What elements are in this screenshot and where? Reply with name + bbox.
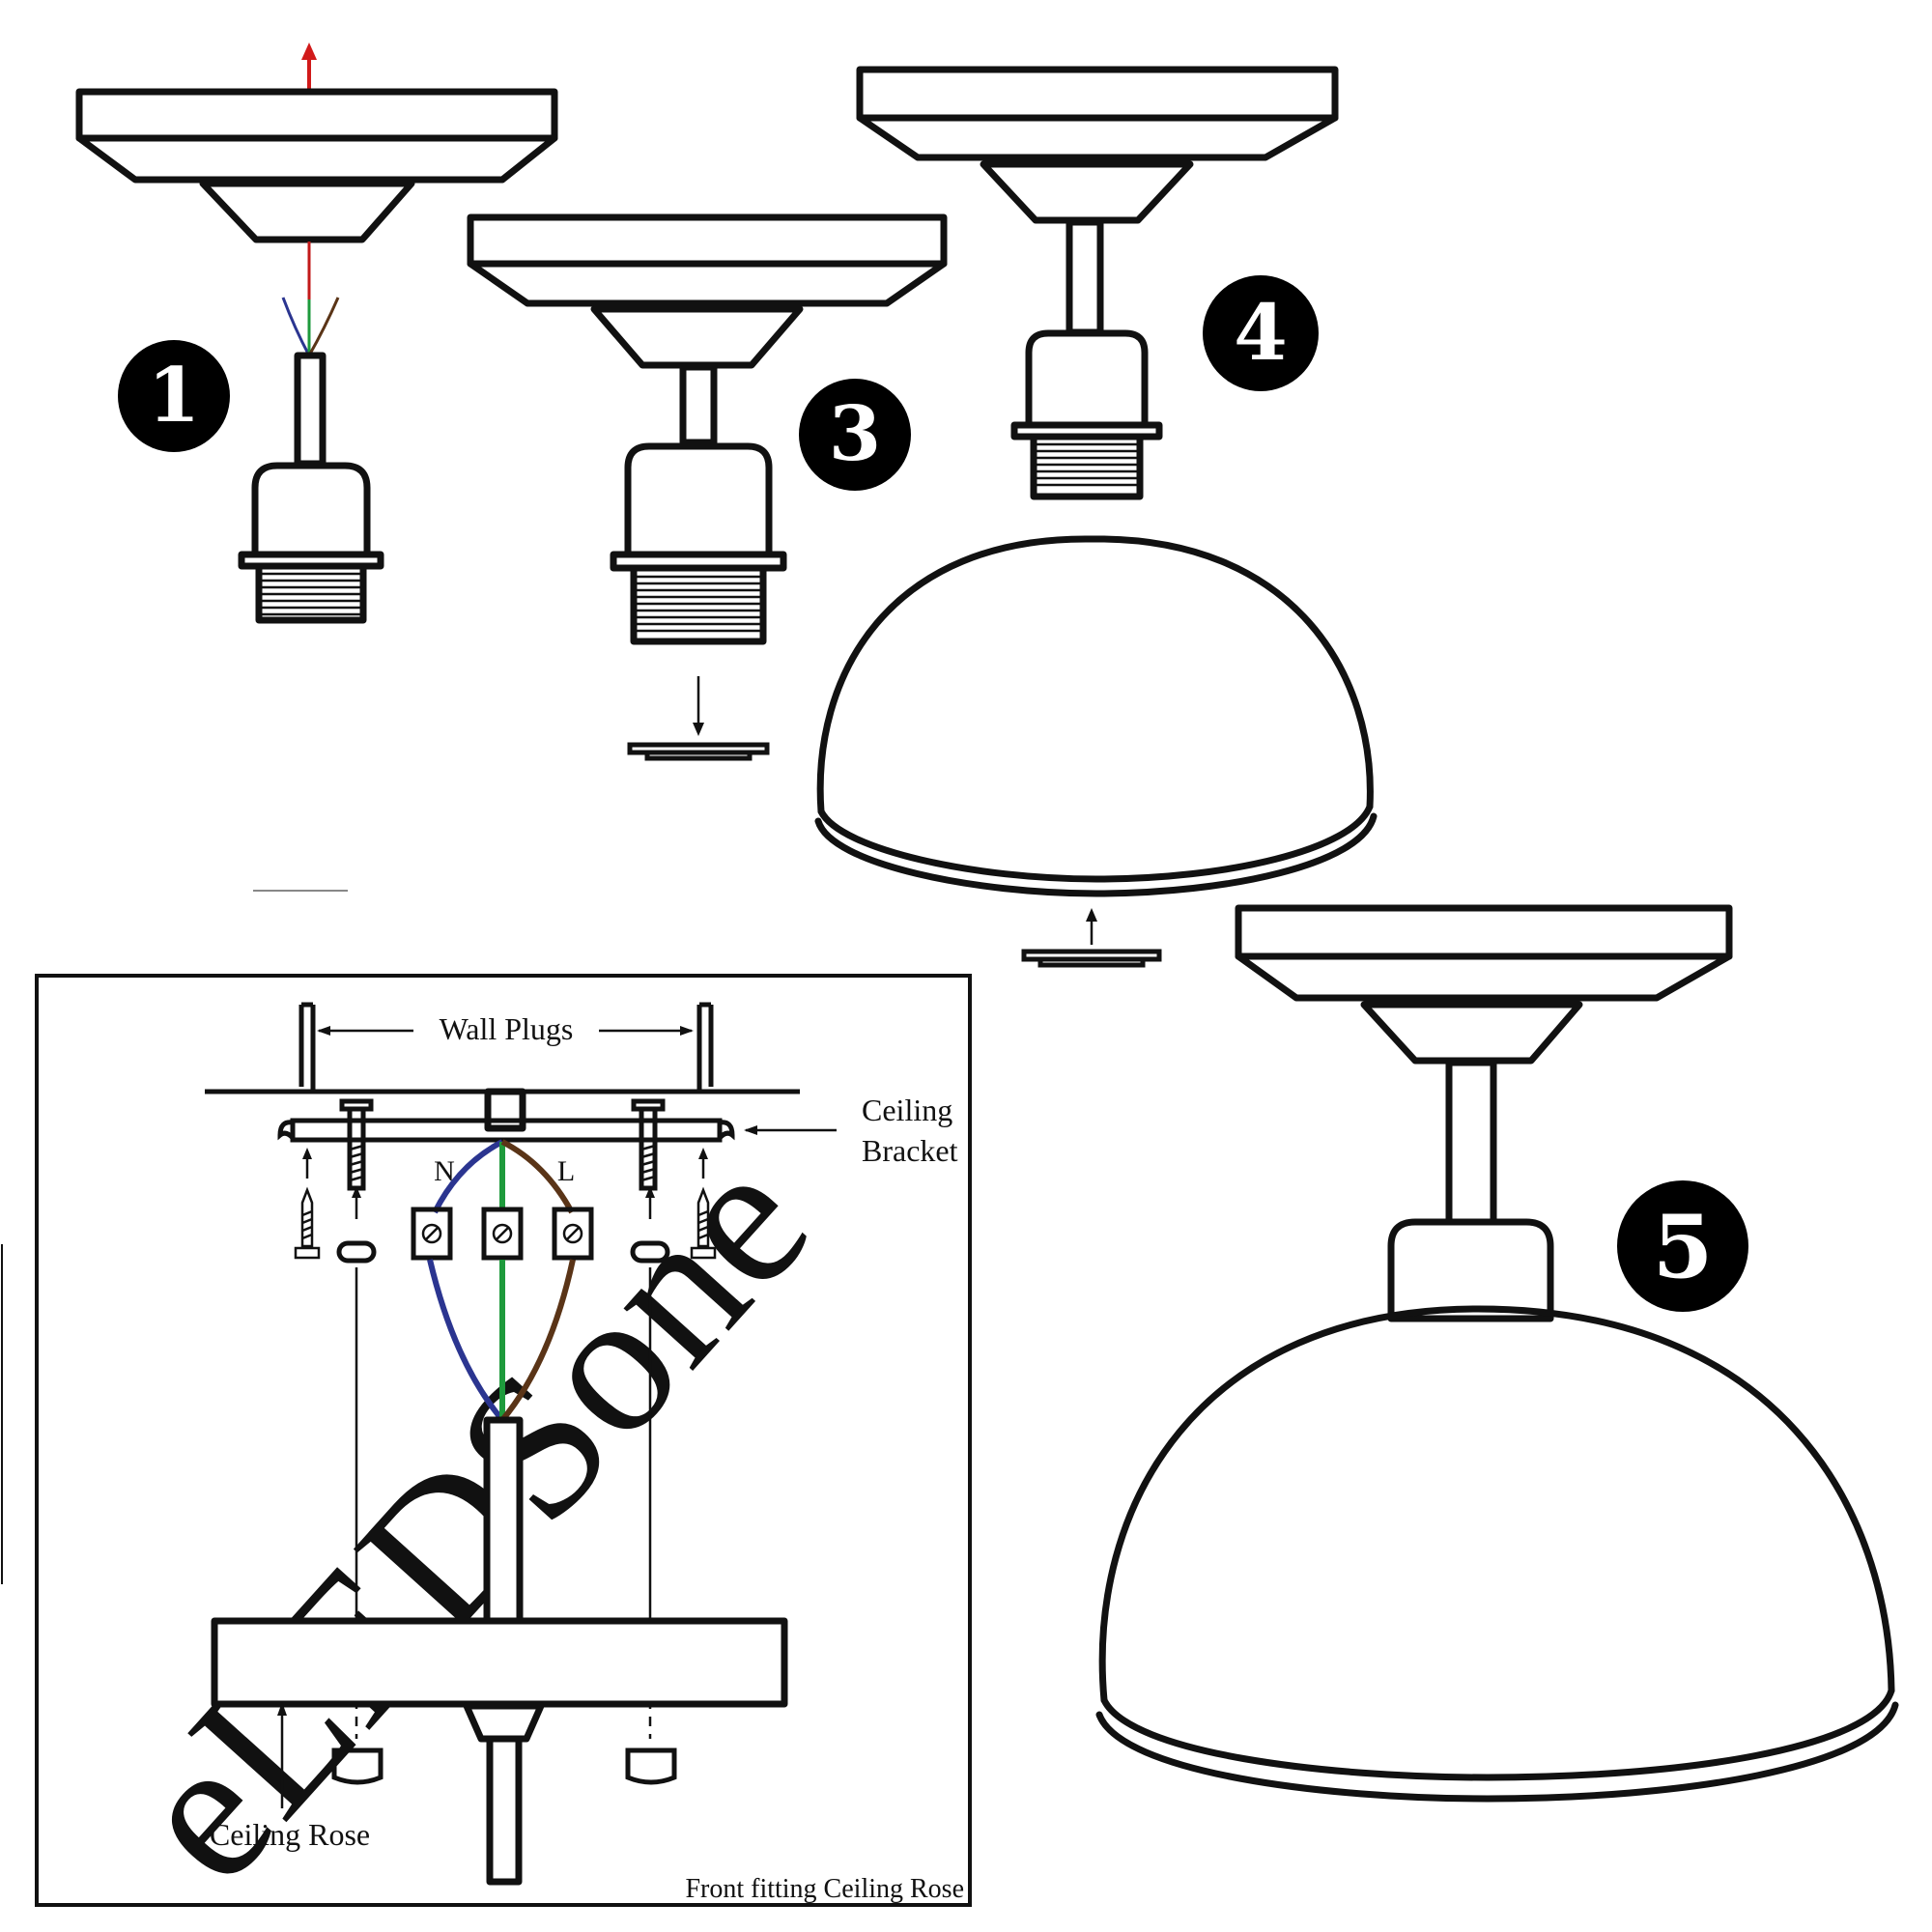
- step-4-rod: [1065, 218, 1104, 336]
- pendant-cord: [486, 1735, 523, 1886]
- terminal-earth: [481, 1207, 524, 1261]
- step-3-assembly: 3: [467, 213, 948, 761]
- step-5-assembly: 5: [1095, 904, 1899, 1803]
- wall-plugs-arrow-right-head: [680, 1026, 694, 1036]
- fixing-screw-right: [690, 1148, 717, 1260]
- wall-plug-left: [298, 1002, 316, 1092]
- step-1-number: 1: [148, 352, 200, 440]
- neutral-label: N: [434, 1155, 455, 1187]
- fixing-screw-left: [294, 1148, 321, 1260]
- step-4-up-arrow-head: [1086, 908, 1097, 922]
- ceiling-rose-pointer-head: [277, 1702, 287, 1716]
- step-5-rod: [1445, 1059, 1497, 1226]
- live-wire-upper: [500, 1139, 575, 1214]
- rose-plug-left-arrow-head: [352, 1186, 361, 1198]
- panel-caption: Front fitting Ceiling Rose: [685, 1874, 964, 1904]
- step-5-number: 5: [1653, 1196, 1714, 1298]
- neutral-wire-upper: [432, 1139, 504, 1214]
- step-3-lampholder: [610, 442, 787, 645]
- step-3-down-arrow-head: [693, 723, 704, 736]
- live-wire-lower: [499, 1259, 576, 1422]
- step-4-number: 4: [1234, 287, 1288, 378]
- step-4-dome-shade: [814, 535, 1378, 897]
- screw-cap-right: [625, 1747, 677, 1785]
- flex-cable: [483, 1416, 524, 1625]
- wall-plug-right: [696, 1002, 714, 1092]
- step-5-lampholder-cover: [1387, 1218, 1554, 1322]
- step-3-rod: [679, 363, 718, 446]
- wall-plugs-arrow-left-head: [317, 1026, 330, 1036]
- live-label: L: [557, 1155, 575, 1187]
- step-1-cable: [294, 352, 327, 468]
- step-1-lampholder: [238, 462, 384, 624]
- step-1-canopy: [75, 88, 558, 243]
- step-4-badge: [1203, 275, 1319, 391]
- rose-plug-left: [336, 1240, 377, 1264]
- step-3-shade-ring: [627, 742, 770, 761]
- ceiling-bracket-arrow-head: [744, 1125, 757, 1135]
- ceiling-rose-label: Ceiling Rose: [210, 1817, 370, 1852]
- step-3-badge: [799, 379, 911, 491]
- neutral-wire-lower: [427, 1259, 505, 1422]
- step-1-assembly: 1: [75, 43, 558, 624]
- bracket-screw-right: [631, 1098, 666, 1191]
- rose-plug-right: [630, 1240, 670, 1264]
- step-4-assembly: 4: [814, 66, 1378, 968]
- screw-cap-left: [331, 1747, 384, 1785]
- ceiling-bracket-label-line1: Ceiling: [862, 1093, 952, 1127]
- step-1-badge: [118, 340, 230, 452]
- step-3-number: 3: [829, 390, 881, 478]
- terminal-neutral: [411, 1207, 453, 1261]
- wiring-panel: eLEDSone Wall Plugs Ceiling Bracket: [35, 974, 972, 1923]
- ceiling-bracket: [277, 1118, 735, 1143]
- step-4-lampholder: [1010, 329, 1163, 500]
- rose-plug-right-arrow-head: [645, 1186, 655, 1198]
- ceiling-bracket-label-line2: Bracket: [862, 1133, 958, 1168]
- step-4-shade-ring: [1021, 949, 1162, 968]
- ceiling-rose-cord-grip: [463, 1702, 545, 1743]
- step-1-blue-wire: [281, 297, 311, 356]
- ceiling-rose-base: [211, 1617, 788, 1708]
- terminal-live: [552, 1207, 594, 1261]
- step-3-canopy: [467, 213, 948, 369]
- step-5-canopy: [1235, 904, 1733, 1065]
- step-5-dome-shade: [1095, 1305, 1899, 1803]
- wall-plugs-label: Wall Plugs: [440, 1011, 574, 1046]
- step-1-brown-wire: [307, 297, 340, 356]
- pull-up-arrow-head: [301, 43, 317, 60]
- step-4-canopy: [856, 66, 1339, 224]
- step-5-badge: [1617, 1180, 1748, 1312]
